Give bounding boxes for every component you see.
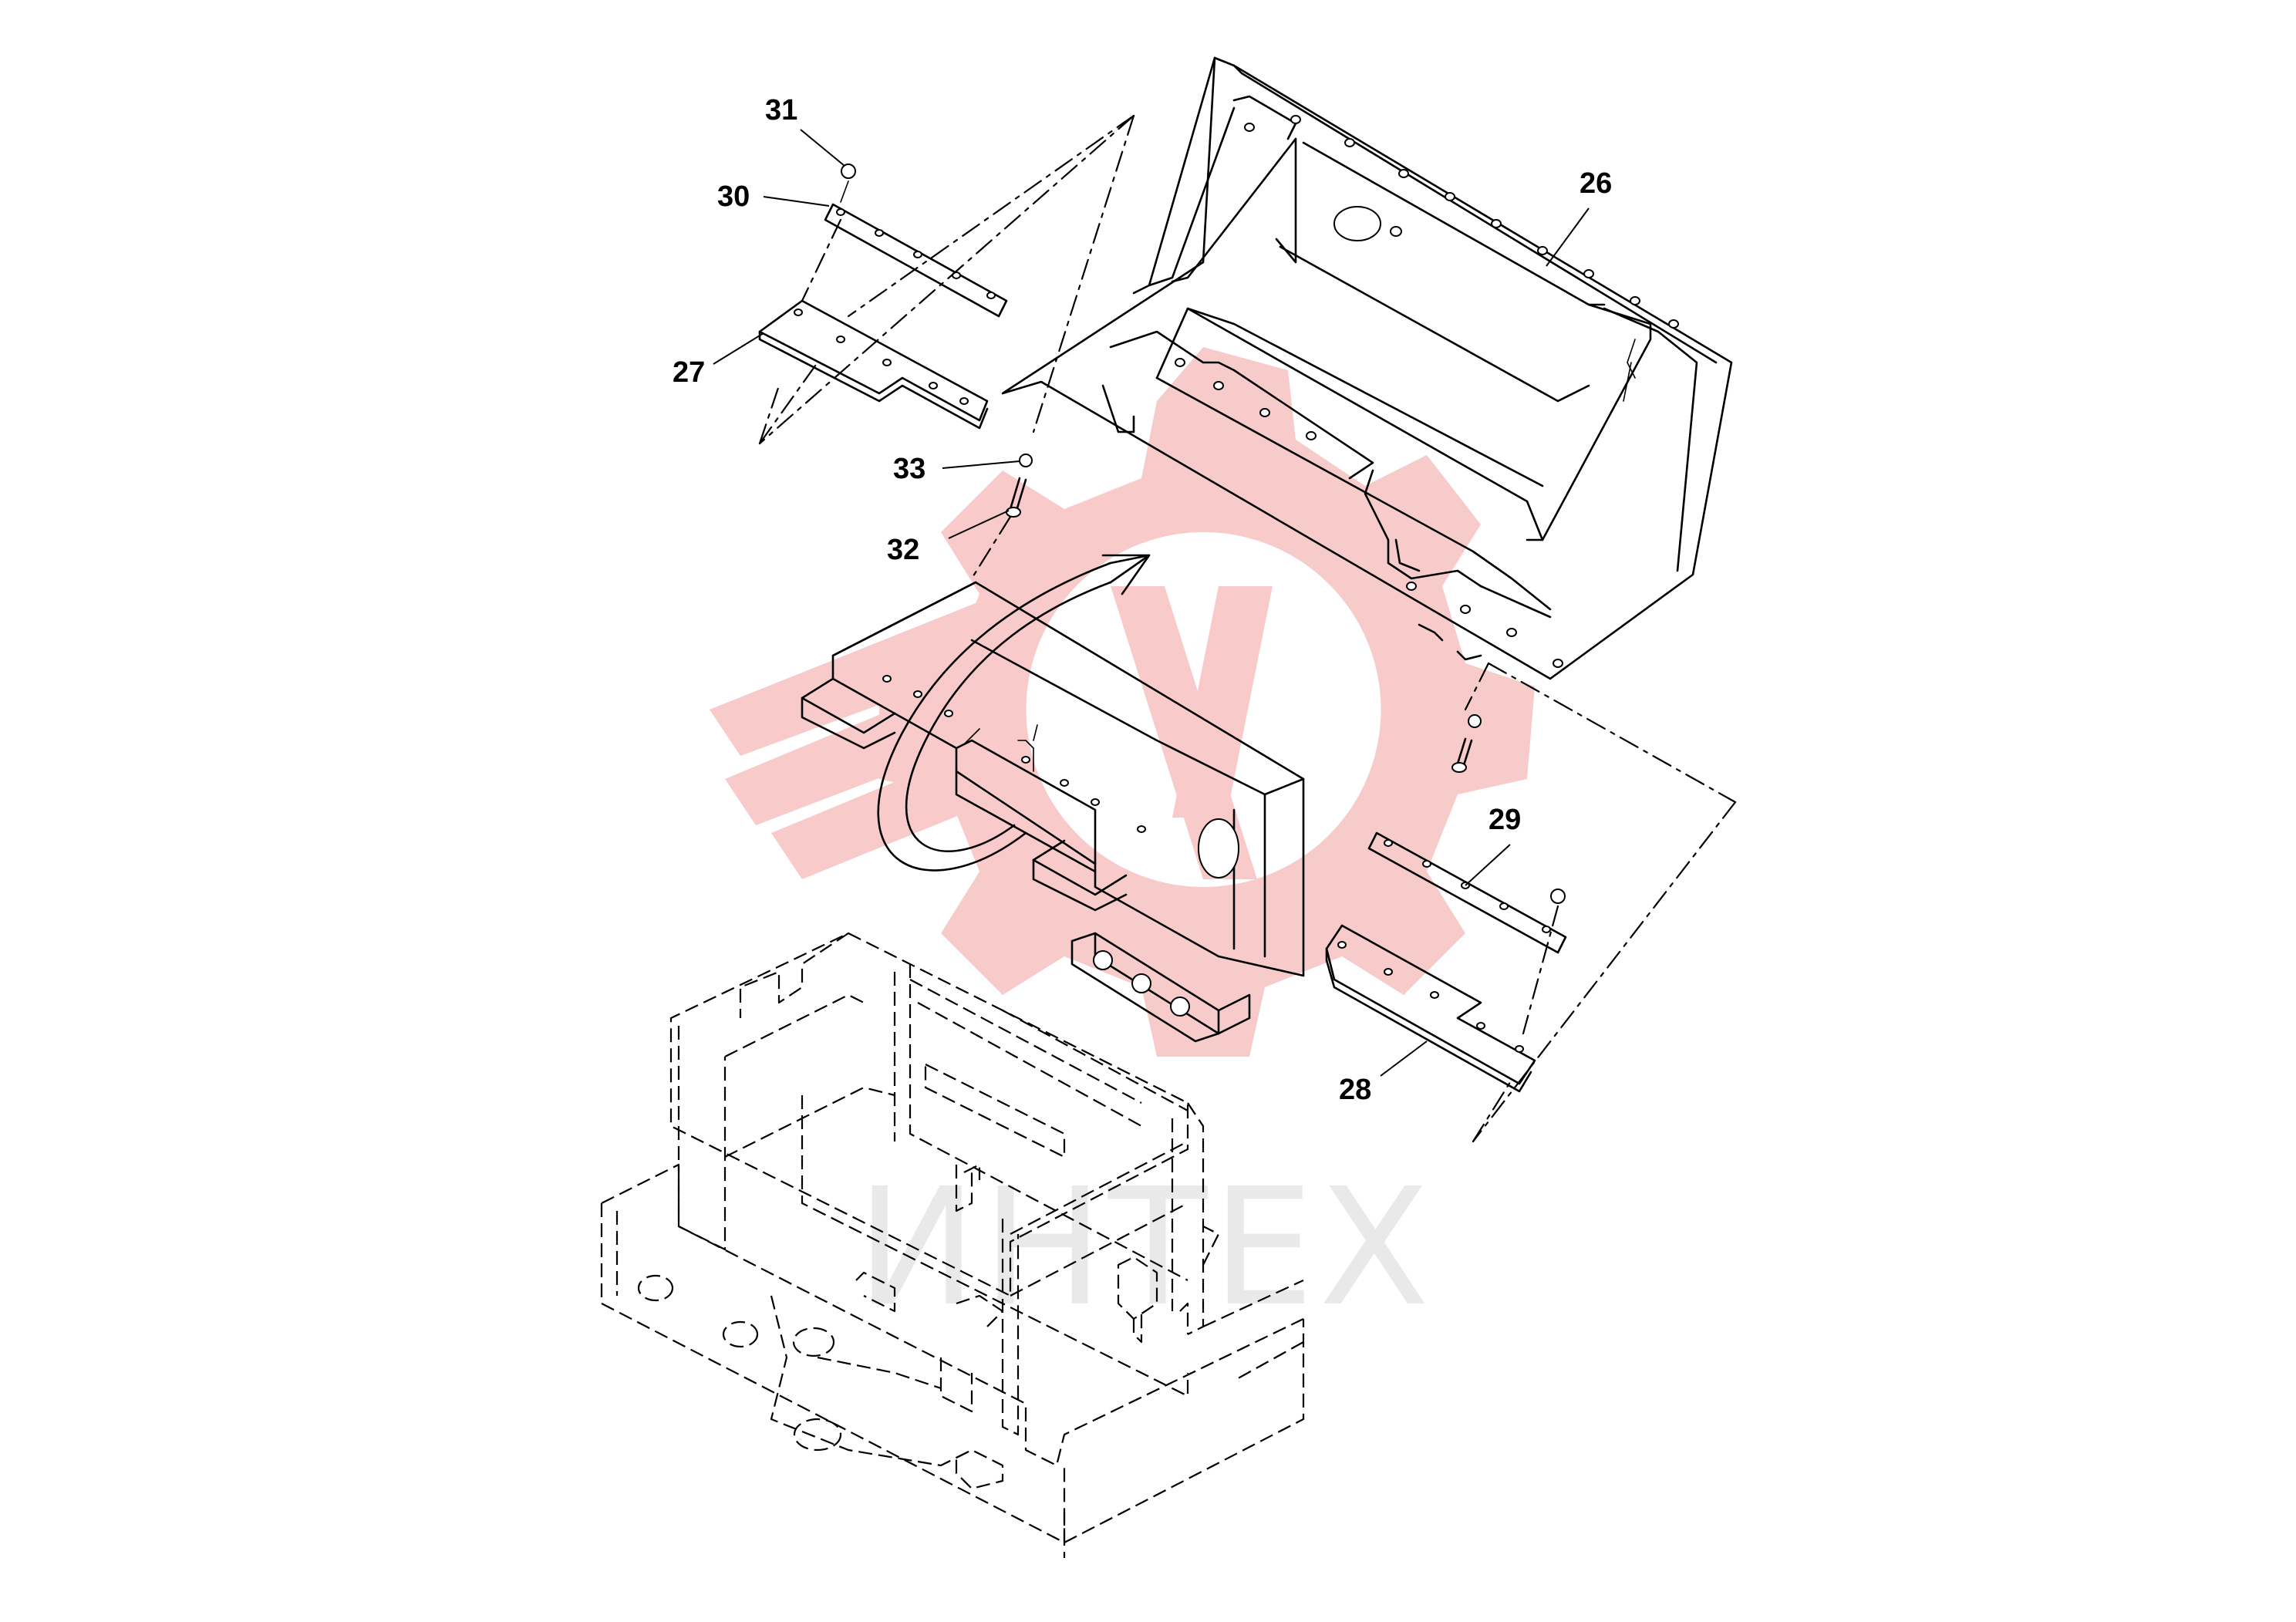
- callout-27: 27: [673, 356, 705, 389]
- part-30-strip: [824, 203, 1008, 318]
- callout-33: 33: [893, 453, 925, 485]
- callout-32: 32: [887, 534, 919, 566]
- bracket-block: [1070, 932, 1251, 1043]
- part-26-housing: [1001, 56, 1733, 680]
- leader-lines: [713, 129, 1590, 1077]
- part-32-33-bolt: [1006, 454, 1033, 518]
- callout-28: 28: [1339, 1074, 1371, 1106]
- part-27-plate: [758, 299, 989, 430]
- part-29-strip: [1367, 831, 1567, 954]
- watermark-text: ИНТЕХ: [856, 1153, 1435, 1342]
- right-bolt-washer: [1451, 714, 1566, 904]
- callout-31: 31: [765, 94, 797, 126]
- watermark-logo: ИНТЕХ: [710, 347, 1535, 1342]
- phantom-frame: [600, 932, 1305, 1558]
- callout-30: 30: [717, 180, 750, 213]
- assembly-center-lines: [758, 114, 1737, 1143]
- callout-29: 29: [1489, 804, 1521, 836]
- callout-labels: 31 30 27 33 32 26 29 28: [673, 94, 1612, 1106]
- middle-cover-plate: [801, 581, 1305, 977]
- callout-26: 26: [1580, 167, 1612, 200]
- part-31-washer: [840, 164, 856, 203]
- gear-logo-icon: [710, 347, 1535, 1057]
- rotation-arrow: [877, 554, 1151, 872]
